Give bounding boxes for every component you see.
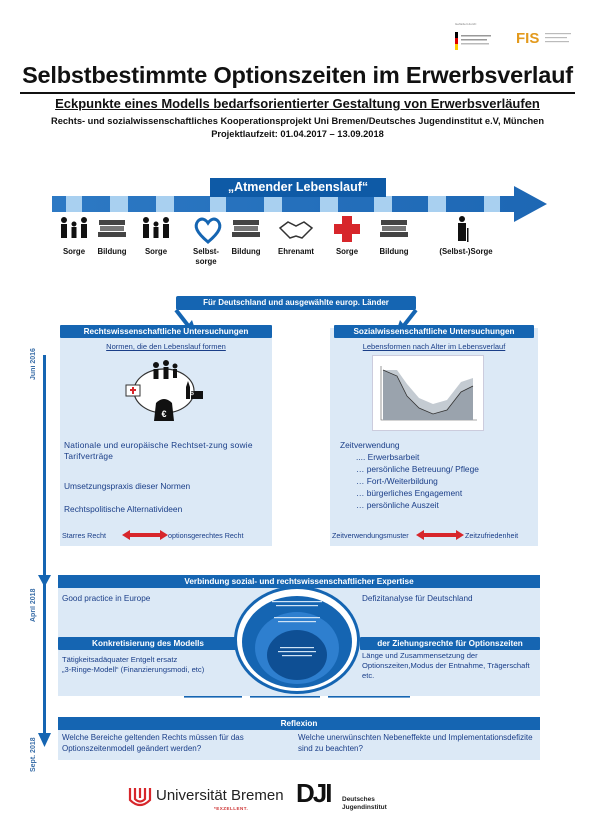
ziehungsrechte-heading: der Ziehungsrechte für Optionszeiten xyxy=(360,637,540,650)
reflexion-question-left: Welche Bereiche geltenden Rechts müssen … xyxy=(62,733,244,753)
reflexion-panel xyxy=(58,730,540,760)
medical-cross-icon xyxy=(334,216,360,242)
double-arrow-icon xyxy=(416,530,464,540)
stage-label: Bildung xyxy=(231,247,261,256)
svg-text:€: € xyxy=(161,409,166,419)
scope-banner: Für Deutschland und ausgewählte europ. L… xyxy=(176,296,416,310)
expertise-band: Verbindung sozial- und rechtswissenschaf… xyxy=(58,575,540,588)
model-left-line: „3-Ringe-Modell“ (Finanzierungsmodi, etc… xyxy=(62,665,205,674)
page-subtitle: Eckpunkte eines Modells bedarfsorientier… xyxy=(55,96,540,111)
forms-title: Lebensformen nach Alter im Lebensverlauf xyxy=(362,342,506,351)
norms-graphic: € $ xyxy=(125,360,203,421)
project-description: Rechts- und sozialwissenschaftliches Koo… xyxy=(50,116,544,126)
zeitverwendung-item: … bürgerliches Engagement xyxy=(356,488,463,498)
stage-label: Selbst-sorge xyxy=(193,247,219,266)
reflexion-question-right: Welche unerwünschten Nebeneffekte und Im… xyxy=(298,733,533,753)
stage-label: Bildung xyxy=(379,247,409,256)
date-april: April 2018 xyxy=(30,588,37,622)
excellent-tag: *EXZELLENT. xyxy=(214,806,249,811)
three-ring-model-graphic xyxy=(234,586,360,694)
family-icon xyxy=(143,217,169,238)
legal-item: Umsetzungspraxis dieser Normen xyxy=(64,481,191,491)
life-course-arrow xyxy=(52,186,547,222)
dji-name: Deutsches Jugendinstitut xyxy=(342,796,387,811)
date-sept: Sept. 2018 xyxy=(30,737,37,772)
model-left-line: Tätigkeitsadäquater Entgelt ersatz xyxy=(62,655,178,664)
defizitanalyse: Defizitanalyse für Deutschland xyxy=(362,594,473,603)
social-heading: Sozialwissenschaftliche Untersuchungen xyxy=(334,325,534,338)
zeitverwendung-item: … persönliche Auszeit xyxy=(356,500,439,510)
ring-model-caption xyxy=(184,696,410,698)
konkretisierung-heading: Konkretisierung des Modells xyxy=(58,637,238,650)
zeitzufriedenheit: Zeitzufriedenheit xyxy=(465,531,519,540)
stage-label: Sorge xyxy=(144,247,168,256)
legal-item: Rechtspolitische Alternativideen xyxy=(64,504,183,514)
page-title: Selbstbestimmte Optionszeiten im Erwerbs… xyxy=(22,62,573,88)
books-icon xyxy=(232,220,260,237)
heart-icon xyxy=(194,217,222,244)
fis-logo: FIS xyxy=(516,30,571,47)
zeitverwendung-heading: Zeitverwendung xyxy=(340,440,400,450)
area-chart-graphic xyxy=(380,366,477,421)
stage-label: Sorge xyxy=(62,247,86,256)
legal-item: Nationale und europäische Rechtset-zung … xyxy=(64,440,253,461)
legal-heading: Rechtswissenschaftliche Untersuchungen xyxy=(60,325,272,338)
stage-label: Bildung xyxy=(97,247,127,256)
handshake-icon xyxy=(278,221,314,239)
norms-title: Normen, die den Lebenslauf formen xyxy=(106,342,226,351)
date-juni: Juni 2016 xyxy=(30,348,37,380)
bmas-logo xyxy=(455,32,491,50)
zeitverwendung-item: .... Erwerbsarbeit xyxy=(356,452,420,462)
reflexion-band: Reflexion xyxy=(58,717,540,730)
project-timeline-arrow xyxy=(38,355,51,747)
zeitverwendung-item: … Fort-/Weiterbildung xyxy=(356,476,438,486)
project-runtime: Projektlaufzeit: 01.04.2017 – 13.09.2018 xyxy=(211,129,384,139)
elderly-person-icon xyxy=(458,216,469,242)
zeitverwendungsmuster: Zeitverwendungsmuster xyxy=(332,531,409,540)
starres-recht: Starres Recht xyxy=(62,531,106,540)
zeitverwendung-item: … persönliche Betreuung/ Pflege xyxy=(356,464,479,474)
stage-label: (Selbst-)Sorge xyxy=(439,247,493,256)
stage-label: Ehrenamt xyxy=(278,247,314,256)
double-arrow-icon xyxy=(122,530,168,540)
svg-text:$: $ xyxy=(190,390,194,397)
atmender-lebenslauf-label: „Atmender Lebenslauf“ xyxy=(210,178,386,197)
title-rule xyxy=(20,92,575,94)
model-left-text: Tätigkeitsadäquater Entgelt ersatz „3-Ri… xyxy=(62,655,204,675)
lebensformen-chart xyxy=(372,355,484,431)
books-icon xyxy=(98,220,126,237)
books-icon xyxy=(380,220,408,237)
dji-logo: DJI xyxy=(296,778,332,808)
family-icon xyxy=(61,217,87,238)
optionsgerechtes-recht: optionsgerechtes Recht xyxy=(168,531,244,540)
svg-text:FIS: FIS xyxy=(516,30,539,47)
stage-label: Sorge xyxy=(335,247,359,256)
uni-bremen-logo xyxy=(128,788,152,807)
funder-note: Gefördert durch: xyxy=(455,22,477,26)
uni-bremen-name: Universität Bremen xyxy=(156,787,284,804)
good-practice: Good practice in Europe xyxy=(62,594,151,603)
model-right-text: Länge und Zusammensetzung der Optionszei… xyxy=(362,651,530,681)
